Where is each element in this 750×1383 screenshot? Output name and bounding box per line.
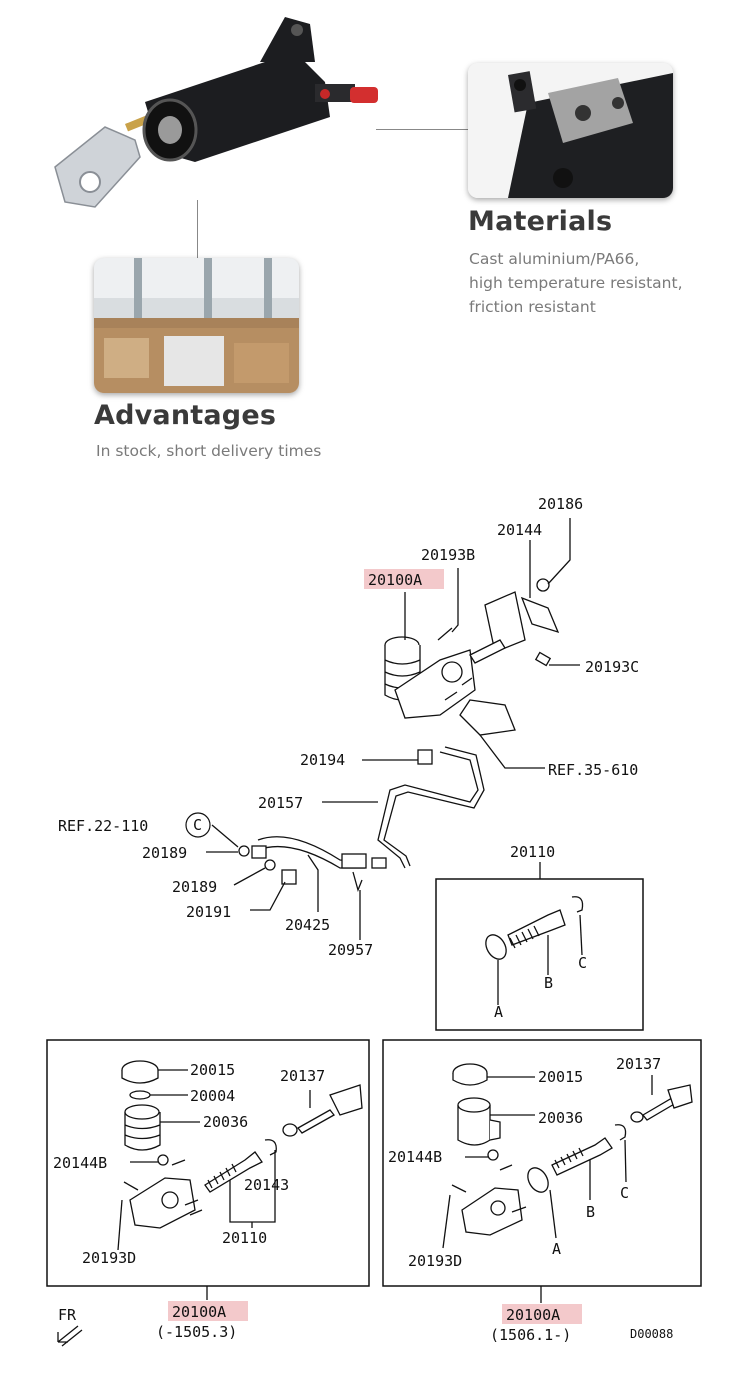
label-ref-35-610: REF.35-610 [548,761,638,779]
label-20144B-left: 20144B [53,1154,107,1172]
label-20110-top: 20110 [510,843,555,861]
label-20957: 20957 [328,941,373,959]
materials-line-1: Cast aluminium/PA66, [469,250,640,268]
label-20100A-left: 20100A [172,1303,226,1321]
product-image [45,12,390,222]
label-range-left: (-1505.3) [156,1323,237,1341]
label-20015-left: 20015 [190,1061,235,1079]
label-20144B-right: 20144B [388,1148,442,1166]
label-20186: 20186 [538,495,583,513]
label-20004-left: 20004 [190,1087,235,1105]
label-20100A-top: 20100A [368,571,422,589]
materials-line-2: high temperature resistant, [469,274,683,292]
label-20189-a: 20189 [142,844,187,862]
label-20036-right: 20036 [538,1109,583,1127]
label-20193B: 20193B [421,546,475,564]
label-fr: FR [58,1306,77,1324]
label-inset-b: B [544,974,553,992]
front-direction-icon [57,1325,83,1347]
label-inset-c: C [578,954,587,972]
right-variant-drawing [442,1063,693,1249]
label-c-right: C [620,1184,629,1202]
label-20036-left: 20036 [203,1113,248,1131]
label-circle-c: C [193,816,202,834]
advantages-description: In stock, short delivery times [96,439,321,463]
materials-heading: Materials [468,206,613,237]
inset-20110-drawing [485,896,584,1005]
materials-image [468,63,673,198]
left-variant-drawing [117,1060,363,1251]
label-20193C: 20193C [585,658,639,676]
label-a-right: A [552,1240,561,1258]
materials-description: Cast aluminium/PA66, high temperature re… [469,247,683,319]
highlight-20100A-top [364,569,444,589]
label-20194: 20194 [300,751,345,769]
label-b-right: B [586,1203,595,1221]
label-20193D-left: 20193D [82,1249,136,1267]
label-20110-left: 20110 [222,1229,267,1247]
label-20189-b: 20189 [172,878,217,896]
label-20137-right: 20137 [616,1055,661,1073]
label-20100A-right: 20100A [506,1306,560,1324]
highlight-20100A-right [502,1304,582,1324]
label-inset-a: A [494,1003,503,1021]
label-20143-left: 20143 [244,1176,289,1194]
assembly-drawing [185,518,580,940]
box-variant-left [46,1039,370,1287]
parts-diagram: 20186 20144 20193B 20100A 20193C 20194 R… [0,470,750,1379]
label-20191: 20191 [186,903,231,921]
inset-box-20110 [435,878,644,1031]
label-20015-right: 20015 [538,1068,583,1086]
advantages-line-1: In stock, short delivery times [96,442,322,460]
label-20193D-right: 20193D [408,1252,462,1270]
materials-line-3: friction resistant [469,298,596,316]
connector-line [197,200,198,258]
advantages-heading: Advantages [94,400,277,431]
label-diagram-code: D00088 [630,1327,673,1341]
label-ref-22-110: REF.22-110 [58,817,148,835]
advantages-image [94,258,299,393]
label-20144: 20144 [497,521,542,539]
connector-line [376,129,468,130]
highlight-20100A-left [168,1301,248,1321]
label-20137-left: 20137 [280,1067,325,1085]
box-variant-right [382,1039,702,1287]
label-20425: 20425 [285,916,330,934]
label-20157: 20157 [258,794,303,812]
label-range-right: (1506.1-) [490,1326,571,1344]
